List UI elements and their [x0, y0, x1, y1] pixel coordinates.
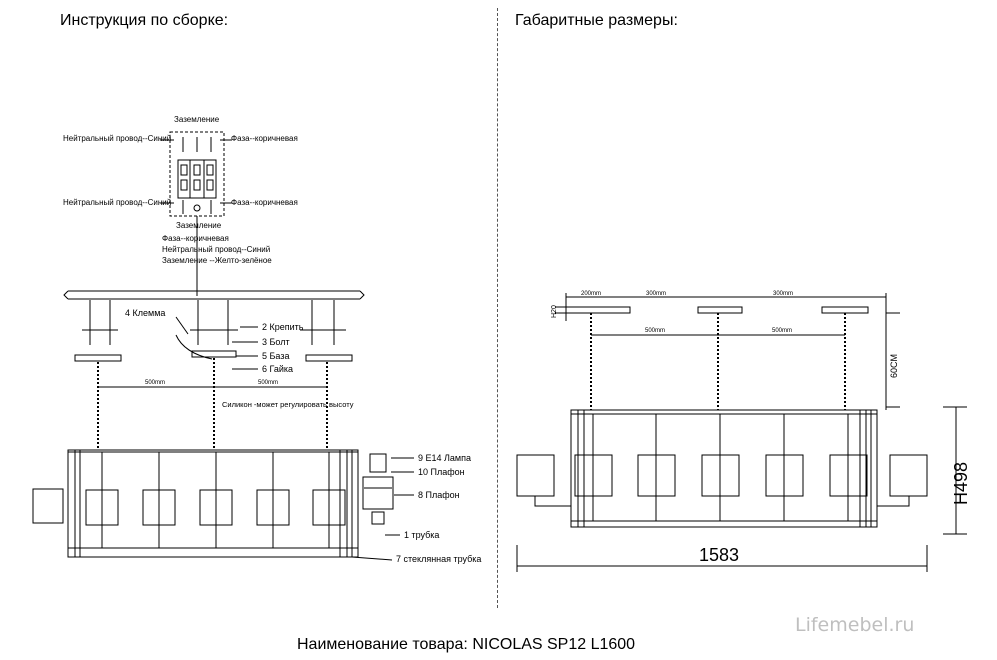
part-5-label: 5 База — [262, 351, 289, 361]
dim-500-right: 500mm — [772, 328, 792, 334]
dim-h20: H20 — [551, 305, 558, 318]
assembly-title: Инструкция по сборке: — [60, 12, 229, 29]
dim-500-left: 500mm — [645, 328, 665, 334]
ground-bottom-label: Заземление — [176, 221, 222, 230]
dimensions-title: Габаритные размеры: — [515, 12, 678, 29]
dim-chain: 60CM — [889, 354, 899, 378]
dim-300-b: 300mm — [773, 291, 793, 297]
dim-height: H498 — [951, 462, 971, 505]
part-2-label: 2 Крепить — [262, 322, 304, 332]
part-7-label: 7 стеклянная трубка — [396, 554, 481, 564]
ground-top-label: Заземление — [174, 115, 220, 124]
part-10-label: 10 Плафон — [418, 467, 465, 477]
part-6-label: 6 Гайка — [262, 364, 293, 374]
dim-500-b: 500mm — [258, 380, 278, 386]
dim-300-a: 300mm — [646, 291, 666, 297]
neutral-bottom-label: Нейтральный провод--Синий — [63, 198, 171, 207]
panel-divider — [497, 8, 498, 608]
neutral-top-label: Нейтральный провод--Синий — [63, 134, 171, 143]
phase-top-label: Фаза--коричневая — [231, 134, 298, 143]
part-1-label: 1 трубка — [404, 530, 439, 540]
dim-width: 1583 — [699, 545, 739, 565]
legend-ground: Заземление --Желто-зелёное — [162, 256, 272, 265]
product-name: Наименование товара: NICOLAS SP12 L1600 — [297, 636, 636, 653]
dim-200: 200mm — [581, 291, 601, 297]
part-8-label: 8 Плафон — [418, 490, 460, 500]
silicone-label: Силикон -может регулировать высоту — [222, 400, 354, 409]
legend-neutral: Нейтральный провод--Синий — [162, 245, 270, 254]
phase-bottom-label: Фаза--коричневая — [231, 198, 298, 207]
part-9-label: 9 E14 Лампа — [418, 453, 471, 463]
legend-phase: Фаза--коричневая — [162, 234, 229, 243]
part-4-label: 4 Клемма — [125, 308, 165, 318]
dim-500-a: 500mm — [145, 380, 165, 386]
watermark: Lifemebel.ru — [795, 614, 915, 636]
part-3-label: 3 Болт — [262, 337, 290, 347]
